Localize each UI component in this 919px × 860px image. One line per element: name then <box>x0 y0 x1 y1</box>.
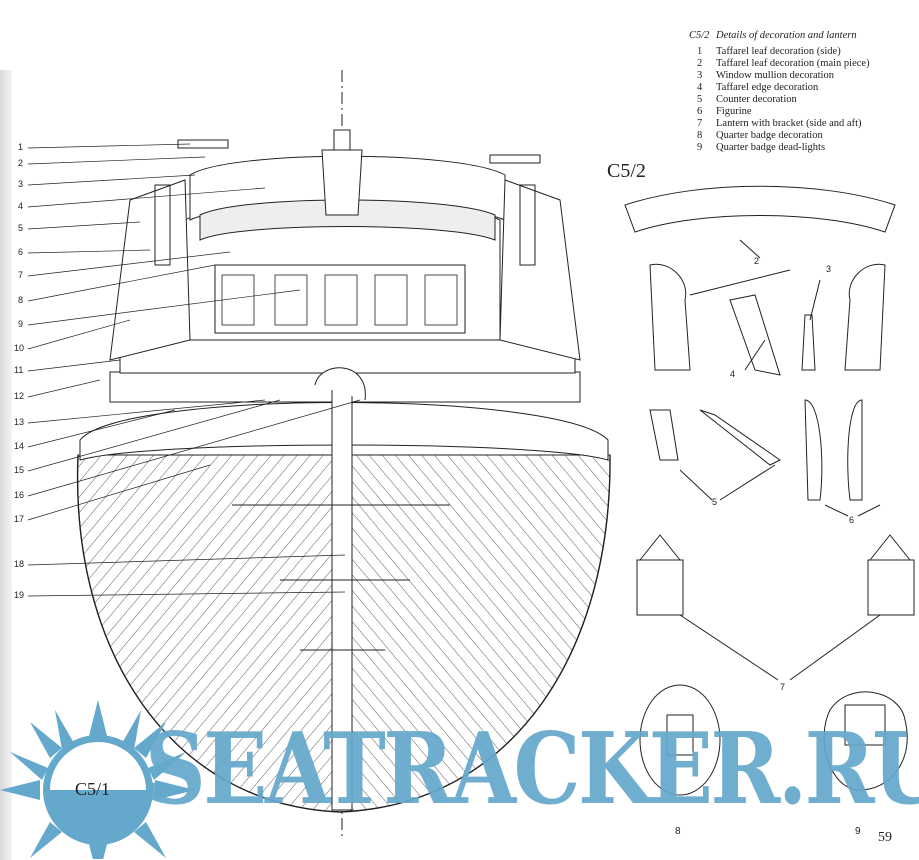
page-gutter-shadow <box>0 70 12 860</box>
detail-callout-7: 7 <box>780 682 786 692</box>
item-label: Taffarel leaf decoration (main piece) <box>716 58 870 69</box>
callout-10: 10 <box>14 343 25 353</box>
caption-item: 4 Taffarel edge decoration <box>689 82 870 94</box>
item-number: 6 <box>697 106 703 117</box>
caption-heading: C5/2 Details of decoration and lantern <box>689 30 870 42</box>
caption-item: 5 Counter decoration <box>689 94 870 106</box>
detail-callout-3: 3 <box>826 264 832 274</box>
item-number: 9 <box>697 142 703 153</box>
item-label: Taffarel leaf decoration (side) <box>716 46 841 57</box>
detail-callout-2: 2 <box>754 256 760 266</box>
detail-callout-4: 4 <box>730 369 736 379</box>
item-label: Lantern with bracket (side and aft) <box>716 118 862 129</box>
callout-5: 5 <box>18 223 24 233</box>
callout-2: 2 <box>18 158 24 168</box>
item-number: 5 <box>697 94 703 105</box>
callout-9: 9 <box>18 319 24 329</box>
detail-callout-6: 6 <box>849 515 855 525</box>
detail-callout-8: 8 <box>675 826 681 837</box>
caption-id: C5/2 <box>689 30 710 41</box>
detail-callout-5: 5 <box>712 497 718 507</box>
callout-1: 1 <box>18 142 24 152</box>
callout-19: 19 <box>14 590 25 600</box>
item-number: 4 <box>697 82 703 93</box>
watermark: SEATRACKER.RU <box>145 712 919 827</box>
item-number: 1 <box>697 46 703 57</box>
caption-item: 3 Window mullion decoration <box>689 70 870 82</box>
callout-17: 17 <box>14 514 25 524</box>
callout-3: 3 <box>18 179 24 189</box>
callout-18: 18 <box>14 559 25 569</box>
caption-item: 6 Figurine <box>689 106 870 118</box>
detail-callout-9: 9 <box>855 826 861 837</box>
item-label: Quarter badge decoration <box>716 130 823 141</box>
item-label: Window mullion decoration <box>716 70 834 81</box>
hull-planking <box>76 454 611 813</box>
caption-item: 8 Quarter badge decoration <box>689 130 870 142</box>
item-label: Taffarel edge decoration <box>716 82 819 93</box>
caption-block: C5/2 Details of decoration and lantern 1… <box>689 30 870 154</box>
callout-15: 15 <box>14 465 25 475</box>
item-number: 2 <box>697 58 703 69</box>
item-label: Counter decoration <box>716 94 797 105</box>
sun-logo <box>0 700 195 859</box>
callout-7: 7 <box>18 270 24 280</box>
item-label: Quarter badge dead-lights <box>716 142 826 153</box>
callout-13: 13 <box>14 417 25 427</box>
callout-16: 16 <box>14 490 25 500</box>
item-label: Figurine <box>716 106 752 117</box>
caption-item: 7 Lantern with bracket (side and aft) <box>689 118 870 130</box>
callout-6: 6 <box>18 247 24 257</box>
page-number: 59 <box>878 830 892 845</box>
item-number: 7 <box>697 118 703 129</box>
callout-14: 14 <box>14 441 25 451</box>
callout-8: 8 <box>18 295 24 305</box>
item-number: 3 <box>697 70 703 81</box>
main-figure-label: C5/1 <box>75 779 111 799</box>
callout-4: 4 <box>18 201 24 211</box>
caption-item: 9 Quarter badge dead-lights <box>689 142 870 154</box>
callout-11: 11 <box>14 365 24 375</box>
detail-drawings <box>624 185 915 796</box>
detail-figure-label: C5/2 <box>607 160 646 182</box>
item-number: 8 <box>697 130 703 141</box>
caption-item: 1 Taffarel leaf decoration (side) <box>689 46 870 58</box>
callout-12: 12 <box>14 391 25 401</box>
caption-title: Details of decoration and lantern <box>716 30 857 41</box>
caption-item: 2 Taffarel leaf decoration (main piece) <box>689 58 870 70</box>
